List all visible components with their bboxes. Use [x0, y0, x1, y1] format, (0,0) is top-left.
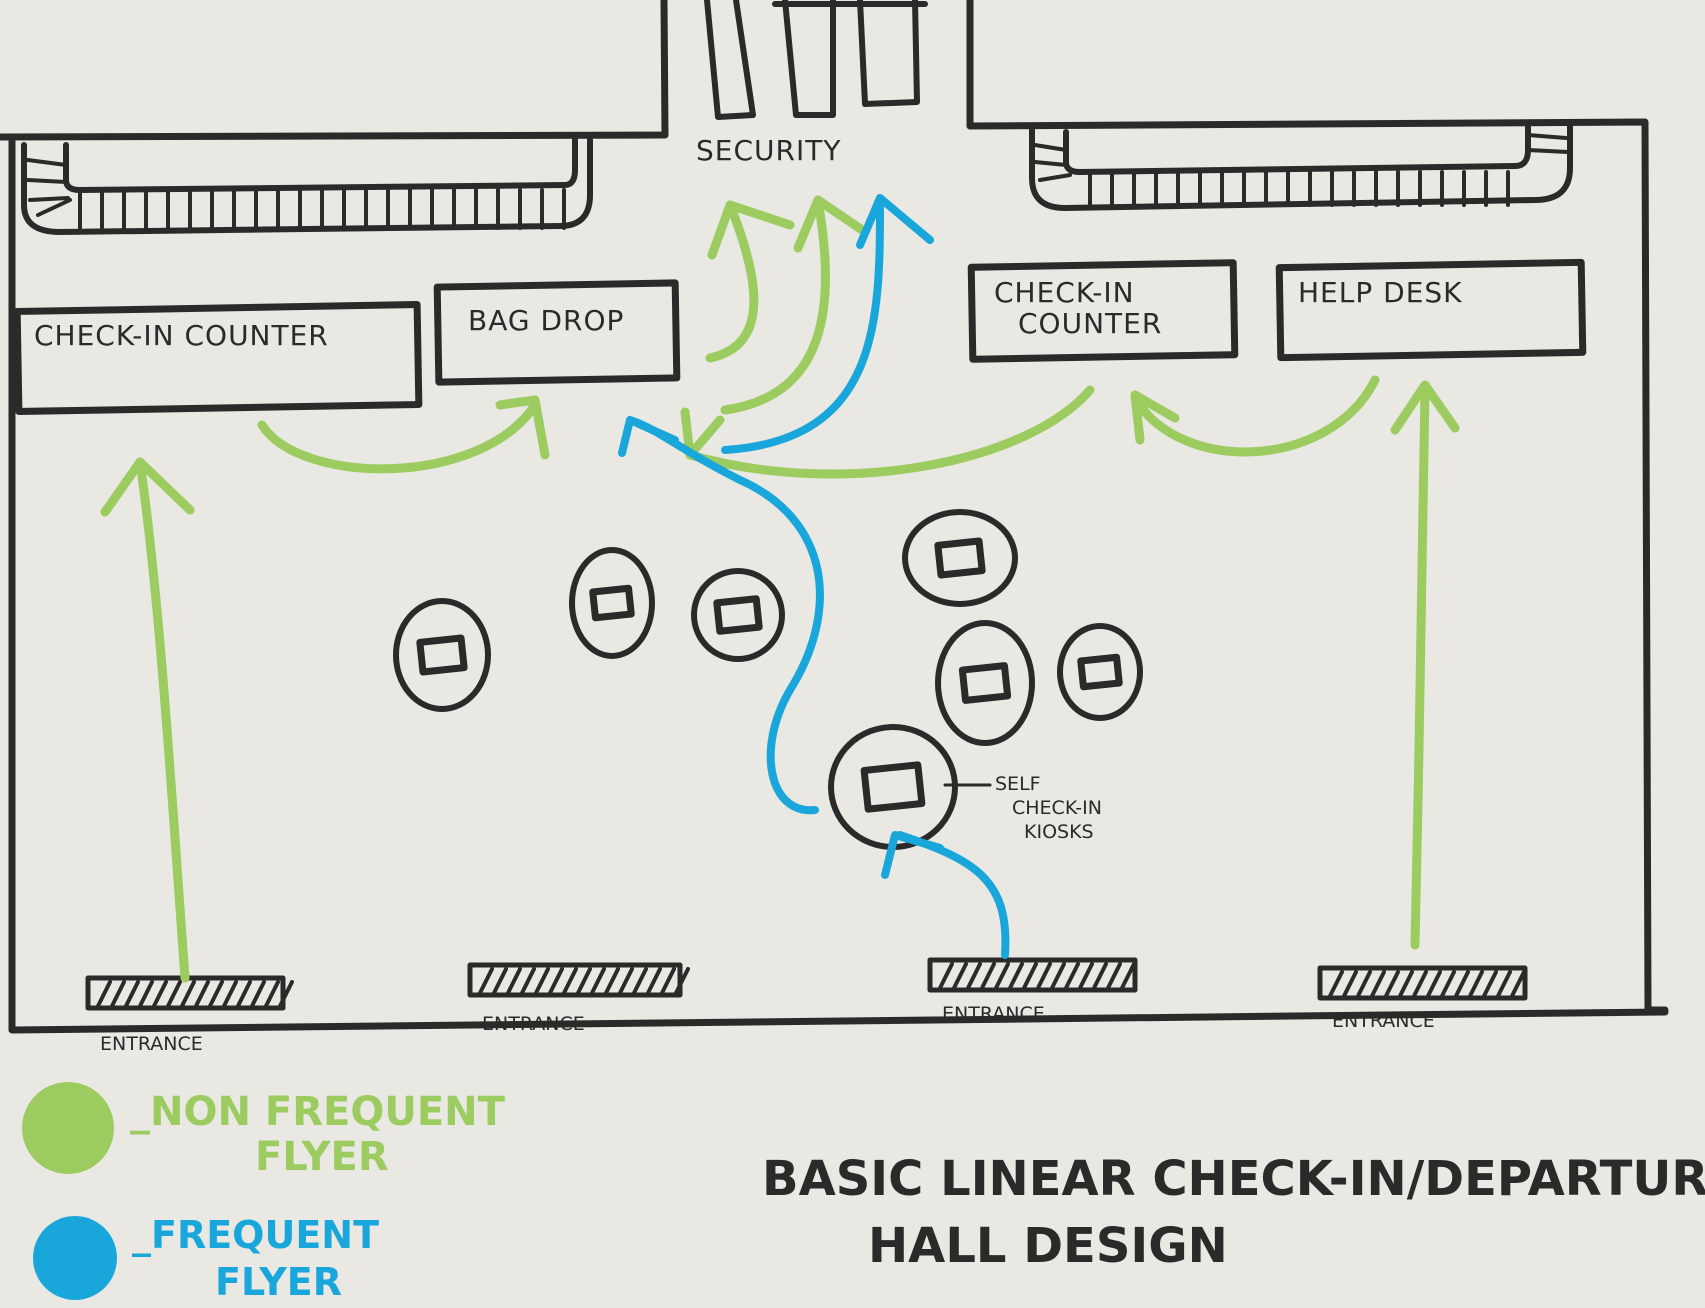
bag-drop-counter: BAG DROP: [433, 279, 681, 386]
kiosk-label-3: KIOSKS: [1024, 821, 1094, 843]
green-path-checkin-bagdrop: [257, 400, 540, 474]
entrance-label: ENTRANCE: [942, 1003, 1045, 1025]
green-arrowhead-1: [100, 457, 195, 517]
title-line-2: HALL DESIGN: [868, 1218, 1228, 1274]
bag-drop-label: BAG DROP: [468, 304, 624, 337]
blue-arrowhead-3: [856, 194, 934, 249]
green-arrowhead-6: [1130, 390, 1180, 445]
check-in-counter-left-label: CHECK-IN COUNTER: [34, 319, 329, 352]
green-path-right-counter-center: [685, 385, 1095, 479]
legend-non-frequent-swatch: [22, 1082, 114, 1174]
kiosk: [828, 724, 958, 850]
title-line-1: BASIC LINEAR CHECK-IN/DEPARTURE: [762, 1151, 1705, 1207]
entrance-label: ENTRANCE: [100, 1033, 203, 1055]
legend-frequent-label-2: FLYER: [215, 1260, 342, 1304]
entrance-2: ENTRANCE: [467, 962, 690, 1035]
entrances: ENTRANCE ENTRANCE ENTRANCE ENTRANCE: [85, 957, 1528, 1055]
kiosk-label-2: CHECK-IN: [1012, 797, 1102, 819]
blue-path-middle-security: [721, 196, 884, 454]
hall-outline: [0, 0, 1669, 1034]
green-path-entrance1: [135, 457, 190, 983]
entrance-4: ENTRANCE: [1317, 965, 1528, 1032]
kiosk-label-1: SELF: [995, 773, 1041, 795]
green-path-entrance4: [1410, 385, 1430, 950]
kiosk: [935, 620, 1035, 746]
non-frequent-flyer-paths: [100, 195, 1460, 983]
green-path-middle-security: [720, 195, 830, 415]
barrier-hatch: [1033, 133, 1570, 182]
legend-non-frequent-label-1: _NON FREQUENT: [130, 1089, 506, 1135]
check-in-counter-right-label-2: COUNTER: [1018, 307, 1162, 340]
blue-arrowhead-1: [881, 831, 944, 879]
green-arrowhead-3: [707, 200, 795, 260]
help-desk-label: HELP DESK: [1298, 276, 1463, 309]
green-arrowhead-4: [793, 195, 870, 253]
blue-path-kiosk-security: [626, 416, 824, 815]
legend: _NON FREQUENT FLYER _FREQUENT FLYER: [22, 1082, 506, 1304]
blue-arrowhead-2: [618, 416, 679, 457]
kiosk: [1057, 623, 1143, 721]
entrance-3: ENTRANCE: [927, 957, 1138, 1025]
green-arrowhead-7: [1390, 380, 1460, 435]
legend-frequent-swatch: [33, 1216, 117, 1300]
kiosk: [393, 598, 491, 712]
check-in-counter-left: CHECK-IN COUNTER: [13, 301, 423, 415]
help-desk-counter: HELP DESK: [1275, 258, 1587, 362]
diagram-title: BASIC LINEAR CHECK-IN/DEPARTURE HALL DES…: [762, 1151, 1705, 1274]
legend-non-frequent-label-2: FLYER: [255, 1134, 389, 1180]
security-label: SECURITY: [696, 134, 841, 167]
security-lanes: [704, 0, 928, 120]
entrance-label: ENTRANCE: [1332, 1010, 1435, 1032]
check-in-counter-right: CHECK-IN COUNTER: [967, 259, 1239, 363]
kiosk: [569, 547, 655, 659]
barrier-hatch: [26, 158, 72, 217]
check-in-counter-right-label-1: CHECK-IN: [994, 276, 1135, 309]
queue-barrier-left: [21, 137, 593, 235]
green-path-helpdesk-checkin: [1130, 375, 1380, 457]
entrance-1: ENTRANCE: [85, 975, 294, 1055]
green-arrowhead-2: [495, 395, 550, 460]
entrance-label: ENTRANCE: [482, 1013, 585, 1035]
legend-frequent-label-1: _FREQUENT: [132, 1213, 379, 1257]
frequent-flyer-paths: [618, 194, 1010, 959]
kiosk-callout: SELF CHECK-IN KIOSKS: [943, 773, 1102, 843]
kiosk: [691, 568, 785, 662]
kiosk: [902, 509, 1018, 607]
green-path-bagdrop-security-1: [705, 200, 759, 363]
queue-barrier-right: [1029, 122, 1573, 211]
blue-path-entrance3: [896, 831, 1010, 959]
